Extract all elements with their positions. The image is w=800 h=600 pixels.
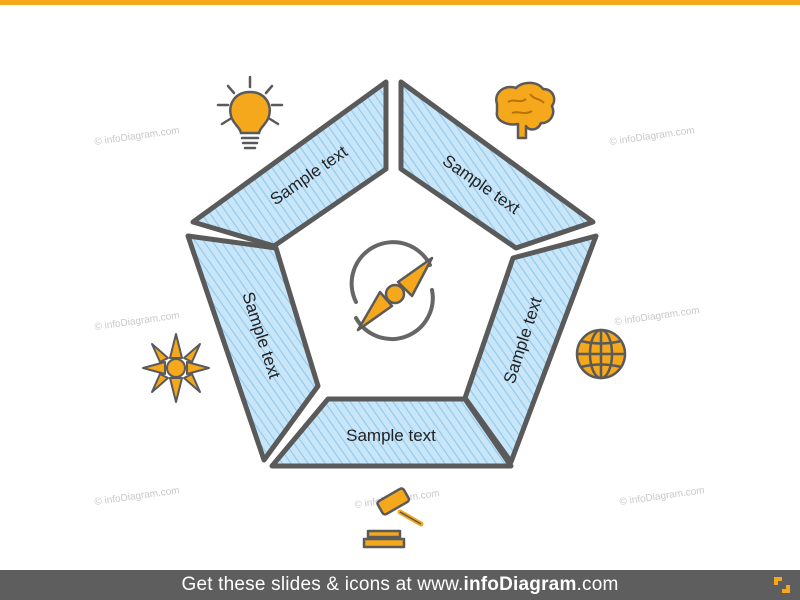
segment-top-left [190, 79, 389, 249]
segment-top-right [398, 79, 596, 251]
segment-left [185, 233, 321, 463]
wind-rose-icon [142, 333, 210, 403]
segment-label-bottom: Sample text [346, 426, 436, 445]
watermark-text: © infoDiagram.com [94, 485, 180, 508]
watermark-text: © infoDiagram.com [614, 305, 700, 328]
brain-icon [495, 81, 556, 140]
watermark-text: © infoDiagram.com [94, 125, 180, 148]
footer-text-suffix: .com [576, 574, 619, 595]
top-accent-rule [0, 0, 800, 5]
watermark-text: © infoDiagram.com [619, 485, 705, 508]
footer-text-prefix: Get these slides & icons at www. [181, 574, 464, 595]
infodiagram-logo-icon [774, 577, 790, 593]
compass-icon [349, 240, 435, 341]
lightbulb-icon [216, 75, 284, 150]
pentagon-diagram: © infoDiagram.com © infoDiagram.com © in… [94, 75, 705, 549]
watermark-text: © infoDiagram.com [609, 125, 695, 148]
segment-bottom [269, 396, 514, 469]
watermark-text: © infoDiagram.com [94, 310, 180, 333]
footer-banner: Get these slides & icons at www.infoDiag… [0, 570, 800, 600]
globe-icon [575, 328, 627, 380]
footer-brand[interactable]: infoDiagram [463, 574, 577, 595]
gavel-icon [362, 487, 424, 549]
